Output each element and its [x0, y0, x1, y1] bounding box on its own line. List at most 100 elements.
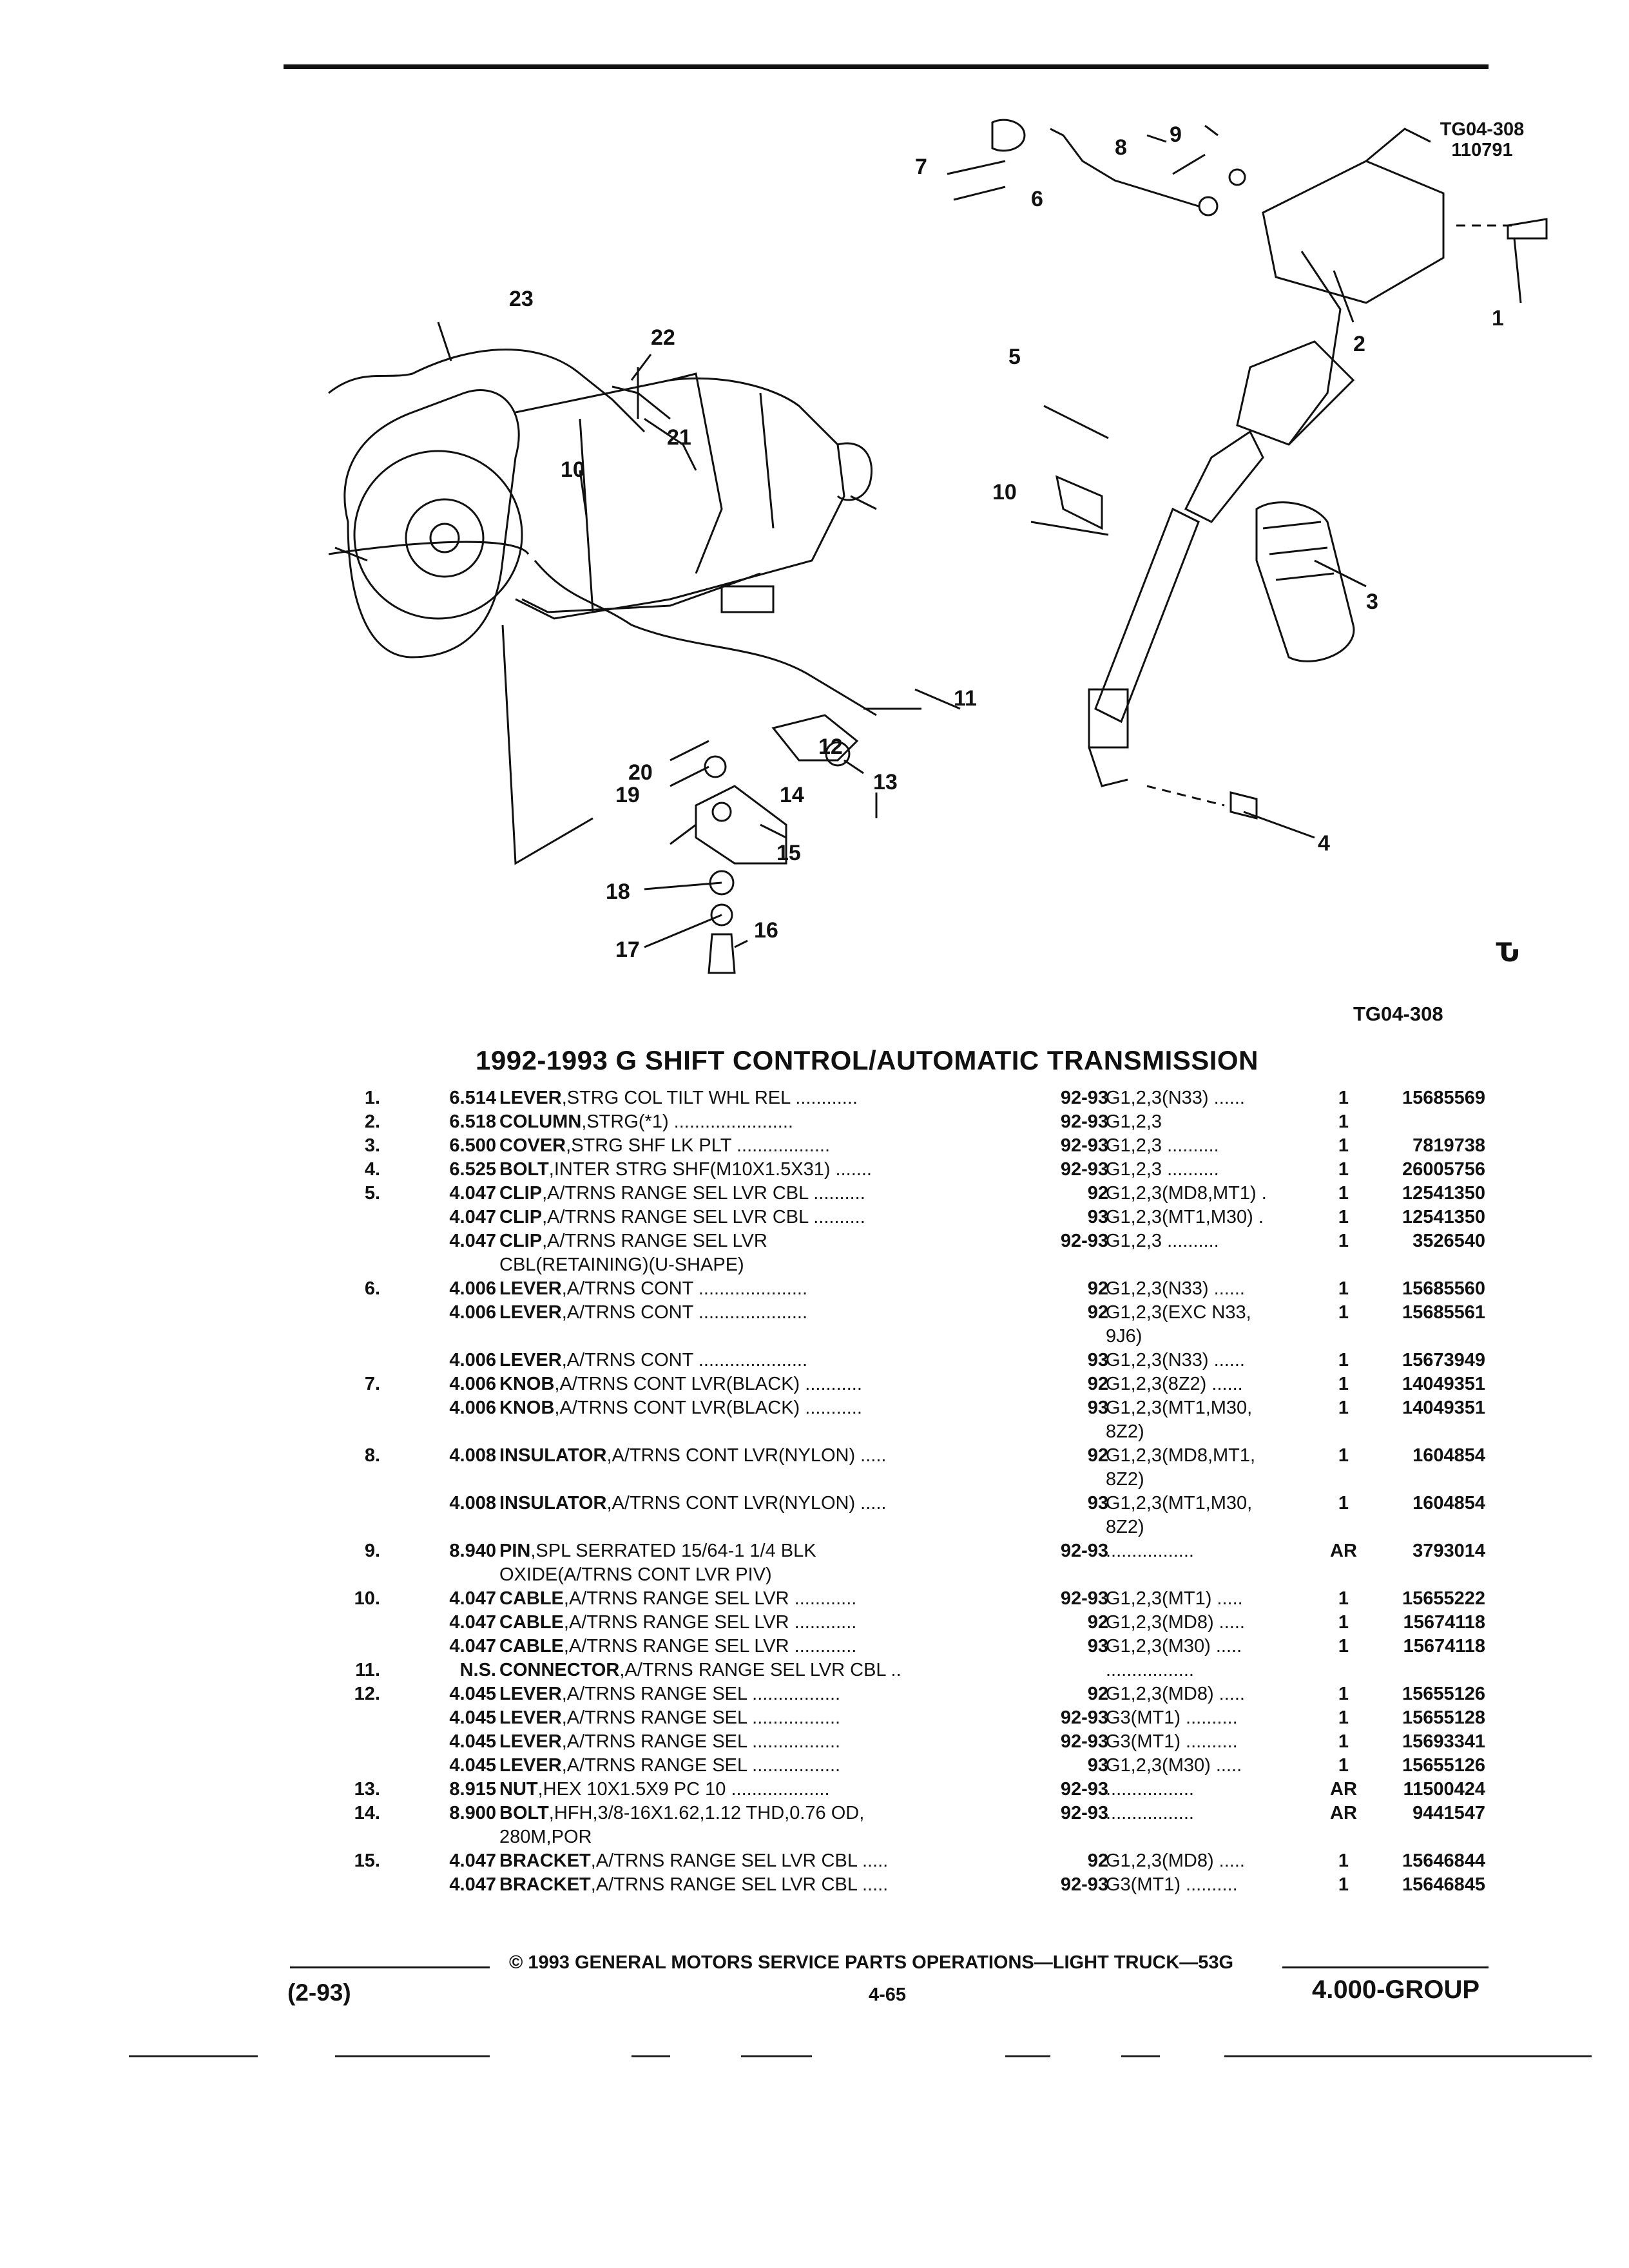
part-desc: CBL(RETAINING)(U-SHAPE) — [499, 1254, 744, 1275]
application: G1,2,3(8Z2) ...... — [1106, 1372, 1325, 1396]
item-number: 9. — [364, 1541, 380, 1561]
item-number: 3. — [364, 1135, 380, 1156]
part-number: 15685561 — [1402, 1302, 1485, 1323]
part-number: 15655222 — [1402, 1588, 1485, 1609]
part-description: BOLT,INTER STRG SHF(M10X1.5X31) ....... — [499, 1158, 1170, 1182]
part-description: BOLT,HFH,3/8-16X1.62,1.12 THD,0.76 OD, — [499, 1802, 1170, 1825]
application-app-dots: .......... — [1181, 1731, 1238, 1752]
model-years: 92-93 — [1060, 1135, 1108, 1156]
part-number: 9441547 — [1412, 1803, 1485, 1823]
quantity: 1 — [1338, 1755, 1349, 1776]
model-years: 92-93 — [1060, 1111, 1108, 1132]
item-number: 7. — [364, 1374, 380, 1394]
part-name: BRACKET — [499, 1850, 591, 1871]
application: 8Z2) — [1106, 1515, 1325, 1539]
model-years: 92-93 — [1060, 1088, 1108, 1108]
callout-20: 20 — [628, 760, 653, 785]
part-description: INSULATOR,A/TRNS CONT LVR(NYLON) ..... — [499, 1444, 1170, 1468]
application-app: G3(MT1) — [1106, 1874, 1181, 1895]
part-number: 14049351 — [1402, 1374, 1485, 1394]
model-years: 92-93 — [1060, 1588, 1108, 1609]
part-dots: .......... — [808, 1207, 865, 1227]
item-number: 14. — [354, 1803, 380, 1823]
part-desc: ,STRG COL TILT WHL REL — [561, 1088, 791, 1108]
application-app: 9J6) — [1106, 1326, 1142, 1347]
application-app-dots: ..... — [1213, 1684, 1245, 1704]
part-name: COLUMN — [499, 1111, 582, 1132]
part-description: INSULATOR,A/TRNS CONT LVR(NYLON) ..... — [499, 1492, 1170, 1515]
part-desc: ,HEX 10X1.5X9 PC 10 — [537, 1779, 726, 1800]
application: G1,2,3(MT1) ..... — [1106, 1587, 1325, 1611]
figure-reference-top: TG04-308 110791 — [1427, 119, 1537, 160]
part-desc: ,A/TRNS CONT LVR(BLACK) — [554, 1374, 800, 1394]
application-app: G3(MT1) — [1106, 1731, 1181, 1752]
quantity: AR — [1330, 1803, 1357, 1823]
part-description: LEVER,A/TRNS CONT ..................... — [499, 1301, 1170, 1325]
application: G1,2,3(M30) ..... — [1106, 1754, 1325, 1778]
item-number: 6. — [364, 1278, 380, 1299]
application: G1,2,3(N33) ...... — [1106, 1086, 1325, 1110]
catalog-code: 4.047 — [449, 1588, 496, 1609]
application: G1,2,3(M30) ..... — [1106, 1635, 1325, 1658]
part-number: 3526540 — [1412, 1231, 1485, 1251]
part-dots: ........... — [800, 1398, 862, 1418]
model-years: 92-93 — [1060, 1541, 1108, 1561]
callout-10-column: 10 — [992, 480, 1017, 505]
model-years: 92 — [1087, 1684, 1108, 1704]
model-years: 92-93 — [1060, 1874, 1108, 1895]
part-description: BRACKET,A/TRNS RANGE SEL LVR CBL ..... — [499, 1849, 1170, 1873]
part-desc: OXIDE(A/TRNS CONT LVR PIV) — [499, 1564, 772, 1585]
application-app-dots: ..... — [1210, 1755, 1242, 1776]
part-desc: ,STRG(*1) — [581, 1111, 669, 1132]
part-name: BRACKET — [499, 1874, 591, 1895]
part-desc: ,A/TRNS RANGE SEL LVR CBL — [590, 1850, 857, 1871]
quantity: 1 — [1338, 1612, 1349, 1633]
application: G1,2,3 .......... — [1106, 1134, 1325, 1158]
application-app: G1,2,3(8Z2) — [1106, 1374, 1207, 1394]
part-number: 7819738 — [1412, 1135, 1485, 1156]
application-app: G1,2,3(MD8) — [1106, 1612, 1214, 1633]
quantity: 1 — [1338, 1302, 1349, 1323]
application-app-dots: .......... — [1162, 1135, 1219, 1156]
part-name: CLIP — [499, 1183, 543, 1204]
model-years: 92-93 — [1060, 1707, 1108, 1728]
application-app-dots: ................. — [1106, 1660, 1194, 1680]
part-number: 15693341 — [1402, 1731, 1485, 1752]
part-number: 15674118 — [1403, 1612, 1485, 1633]
catalog-code: 4.047 — [449, 1207, 496, 1227]
catalog-code: 4.008 — [449, 1445, 496, 1466]
part-number: 12541350 — [1402, 1183, 1485, 1204]
footer-rule-left — [290, 1966, 490, 1968]
callout-8: 8 — [1115, 135, 1127, 160]
scan-artifact-line — [1121, 2055, 1160, 2057]
table-row: 11.N.S.CONNECTOR,A/TRNS RANGE SEL LVR CB… — [335, 1658, 1495, 1682]
top-rule — [284, 64, 1489, 69]
part-desc: ,HFH,3/8-16X1.62,1.12 THD,0.76 OD, — [548, 1803, 865, 1823]
part-dots: ..... — [855, 1493, 887, 1514]
part-name: NUT — [499, 1779, 538, 1800]
scan-artifact-line — [1224, 2055, 1592, 2057]
catalog-code: 4.045 — [449, 1707, 496, 1728]
quantity: 1 — [1338, 1850, 1349, 1871]
lever-drawing — [991, 119, 1246, 530]
figure-ref-code: TG04-308 — [1440, 119, 1525, 140]
catalog-code: 4.045 — [449, 1684, 496, 1704]
steering-column-drawing — [1088, 128, 1548, 820]
callout-14: 14 — [780, 783, 804, 807]
part-dots: ..... — [856, 1850, 889, 1871]
application-app-dots: ...... — [1206, 1374, 1243, 1394]
part-name: CLIP — [499, 1207, 543, 1227]
quantity: 1 — [1338, 1111, 1349, 1132]
application: G1,2,3(EXC N33, — [1106, 1301, 1325, 1325]
quantity: 1 — [1338, 1183, 1349, 1204]
quantity: 1 — [1338, 1445, 1349, 1466]
part-dots: .................. — [731, 1135, 831, 1156]
part-desc: ,A/TRNS RANGE SEL — [561, 1684, 747, 1704]
catalog-code: 6.525 — [449, 1159, 496, 1180]
